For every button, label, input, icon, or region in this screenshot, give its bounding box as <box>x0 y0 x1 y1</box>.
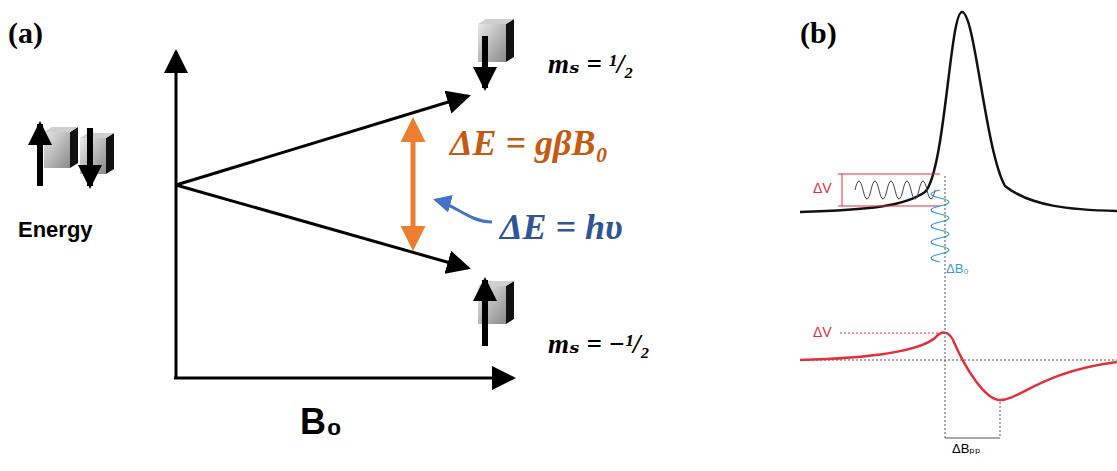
panel-label: (b) <box>800 16 837 49</box>
width-bar <box>945 438 1000 439</box>
spin-down-icon <box>478 19 514 88</box>
spin-pair-icon <box>40 124 114 186</box>
modulation-label: ΔB₀ <box>946 262 969 276</box>
amplitude-line <box>838 206 940 207</box>
pointer-arrow <box>436 200 492 222</box>
guide-line <box>945 176 946 438</box>
field-axis <box>174 377 513 380</box>
amplitude-line <box>842 174 843 206</box>
axis-label: B₀ <box>300 402 342 442</box>
spin-state-label: mₛ = ¹/₂ <box>548 50 634 80</box>
baseline <box>800 360 1117 361</box>
energy-gap-arrow <box>411 122 416 246</box>
guide-line <box>1000 402 1001 438</box>
axis-label: Energy <box>18 218 93 242</box>
amplitude-label: ΔV <box>813 325 832 340</box>
photon-equation: ΔE = hυ <box>500 208 623 248</box>
energy-axis <box>175 52 178 378</box>
panel-label: (a) <box>8 16 43 49</box>
amplitude-line <box>838 174 940 175</box>
upper-level <box>176 96 468 185</box>
guide-line <box>840 333 944 334</box>
resonance-equation: ΔE = gβB₀ <box>450 124 608 164</box>
signal-wave <box>855 181 935 199</box>
linewidth-label: ΔBₚₚ <box>952 442 981 456</box>
lower-level <box>176 185 468 268</box>
derivative-curve <box>800 333 1117 400</box>
spin-up-icon <box>478 280 514 346</box>
spin-state-label: mₛ = −¹/₂ <box>548 330 650 360</box>
amplitude-label: ΔV <box>813 181 832 196</box>
absorption-curve <box>800 12 1117 212</box>
field-modulation-wave <box>931 190 949 262</box>
